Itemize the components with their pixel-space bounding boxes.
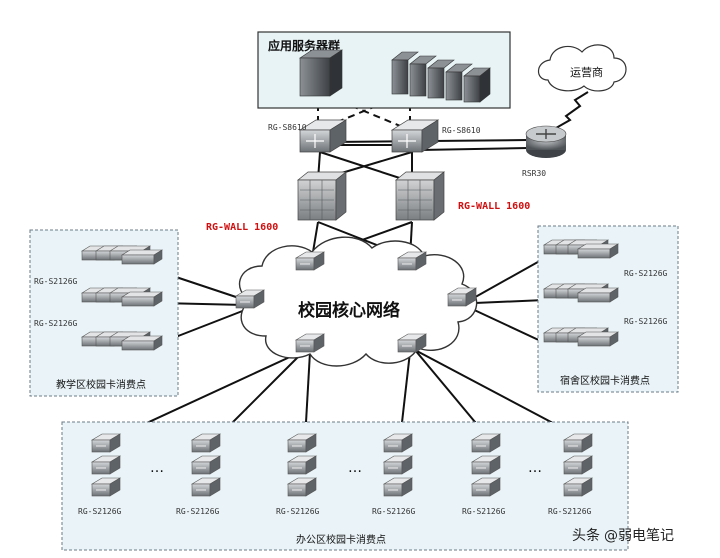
dorm-label-1: RG-S2126G [624, 269, 668, 278]
firewall-left-label: RG-WALL 1600 [206, 222, 278, 233]
dorm-link [474, 299, 546, 304]
isp-cloud [537, 44, 627, 92]
teaching-zone-title: 教学区校园卡消费点 [56, 378, 146, 391]
router-icon [525, 125, 567, 158]
switch-fw-link [319, 151, 413, 183]
dorm-zone-title: 宿舍区校园卡消费点 [560, 374, 650, 387]
server-icon [299, 49, 343, 97]
office-zone: … … … RG-S2126G RG-S2126G RG-S2126G RG-S… [61, 421, 629, 551]
dorm-label-2: RG-S2126G [624, 317, 668, 326]
watermark-handle: @弱电笔记 [604, 528, 674, 544]
office-zone-box [61, 421, 629, 551]
office-switch-stack-6 [563, 433, 593, 497]
server-group: 应用服务器群 [257, 31, 511, 109]
office-label-6: RG-S2126G [548, 507, 592, 516]
watermark-prefix: 头条 [572, 527, 600, 544]
core-switch-left-label: RG-S8610 [268, 123, 307, 132]
office-ellipsis-3: … [528, 460, 542, 476]
wan-lightning-icon [555, 91, 589, 129]
office-switch-stack-5 [471, 433, 501, 497]
office-switch-stack-4 [383, 433, 413, 497]
core-switch-right [390, 119, 440, 153]
watermark: 头条 @弱电笔记 [572, 527, 674, 544]
teaching-zone: RG-S2126G RG-S2126G 教学区校园卡消费点 [29, 229, 179, 397]
office-label-5: RG-S2126G [462, 507, 506, 516]
dorm-link [469, 307, 546, 344]
office-label-1: RG-S2126G [78, 507, 122, 516]
teaching-label-1: RG-S2126G [34, 277, 78, 286]
firewall-right-icon [395, 171, 445, 221]
isp-label: 运营商 [570, 65, 603, 79]
core-switch-left [298, 119, 348, 153]
core-network-label: 校园核心网络 [298, 300, 400, 321]
office-switch-stack-2 [191, 433, 221, 497]
office-switch-stack-3 [287, 433, 317, 497]
router-label: RSR30 [522, 169, 546, 178]
firewall-left-icon [297, 171, 347, 221]
teaching-label-2: RG-S2126G [34, 319, 78, 328]
firewall-right-label: RG-WALL 1600 [458, 201, 530, 212]
office-label-4: RG-S2126G [372, 507, 416, 516]
office-switch-stack-1 [91, 433, 121, 497]
office-ellipsis-2: … [348, 460, 362, 476]
core-switch-right-label: RG-S8610 [442, 126, 481, 135]
office-label-2: RG-S2126G [176, 507, 220, 516]
office-label-3: RG-S2126G [276, 507, 320, 516]
dorm-link [469, 257, 546, 301]
office-zone-title: 办公区校园卡消费点 [296, 533, 386, 546]
server-group-title: 应用服务器群 [268, 38, 340, 53]
server-rack-icon [391, 51, 491, 103]
office-ellipsis-1: … [150, 460, 164, 476]
dorm-zone: RG-S2126G RG-S2126G 宿舍区校园卡消费点 [537, 225, 679, 393]
router-link [419, 147, 529, 151]
